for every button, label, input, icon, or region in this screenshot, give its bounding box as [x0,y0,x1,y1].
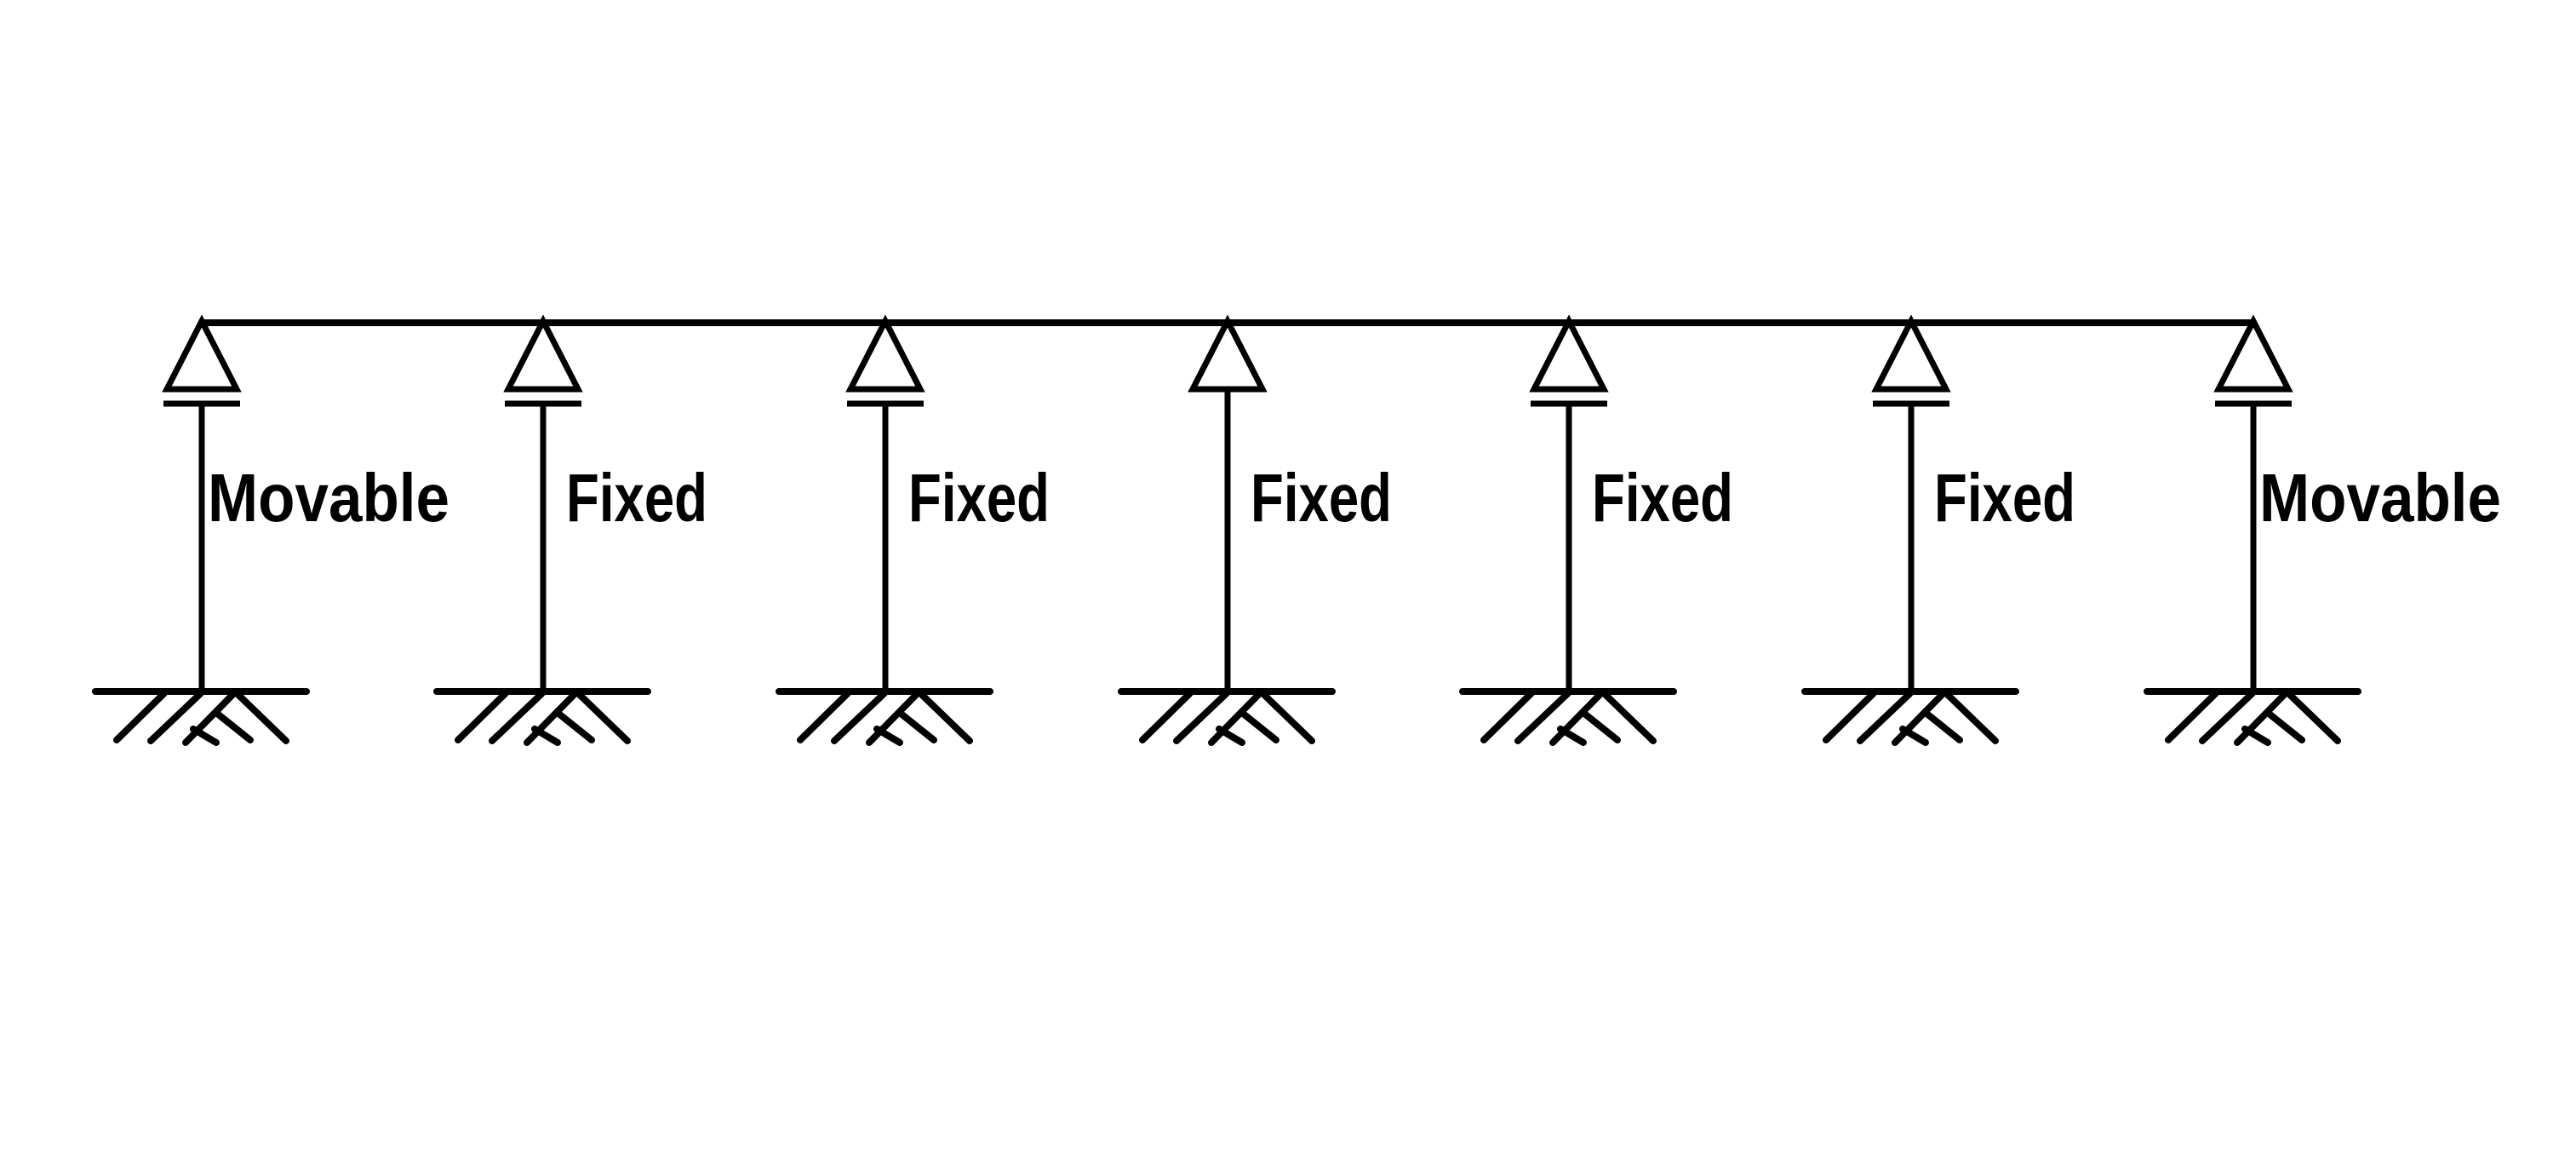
support-label: Movable [208,460,449,536]
support-2-fixed: Fixed [433,314,707,746]
support-4-fixed: Fixed [1118,314,1392,746]
bearing-triangle-icon [162,314,242,393]
support-label: Fixed [566,460,707,536]
support-1-movable: Movable [92,314,449,746]
bearing-triangle-icon [1188,314,1268,393]
ground-hatch-icon [2144,688,2361,746]
support-label: Fixed [1251,460,1392,536]
bearing-triangle-icon [2213,314,2293,393]
bearing-triangle-icon [845,314,925,393]
ground-hatch-icon [1801,688,2019,746]
support-5-fixed: Fixed [1459,314,1733,746]
ground-hatch-icon [1459,688,1677,746]
support-label: Fixed [1592,460,1733,536]
support-3-fixed: Fixed [776,314,1050,746]
support-label: Fixed [1934,460,2075,536]
bearing-triangle-icon [1529,314,1609,393]
support-7-movable: Movable [2144,314,2501,746]
support-label: Fixed [908,460,1050,536]
ground-hatch-icon [92,688,310,746]
ground-hatch-icon [1118,688,1336,746]
ground-hatch-icon [776,688,993,746]
support-6-fixed: Fixed [1801,314,2075,746]
bearing-triangle-icon [503,314,583,393]
ground-hatch-icon [433,688,651,746]
bearing-triangle-icon [1871,314,1951,393]
support-label: Movable [2259,460,2501,536]
